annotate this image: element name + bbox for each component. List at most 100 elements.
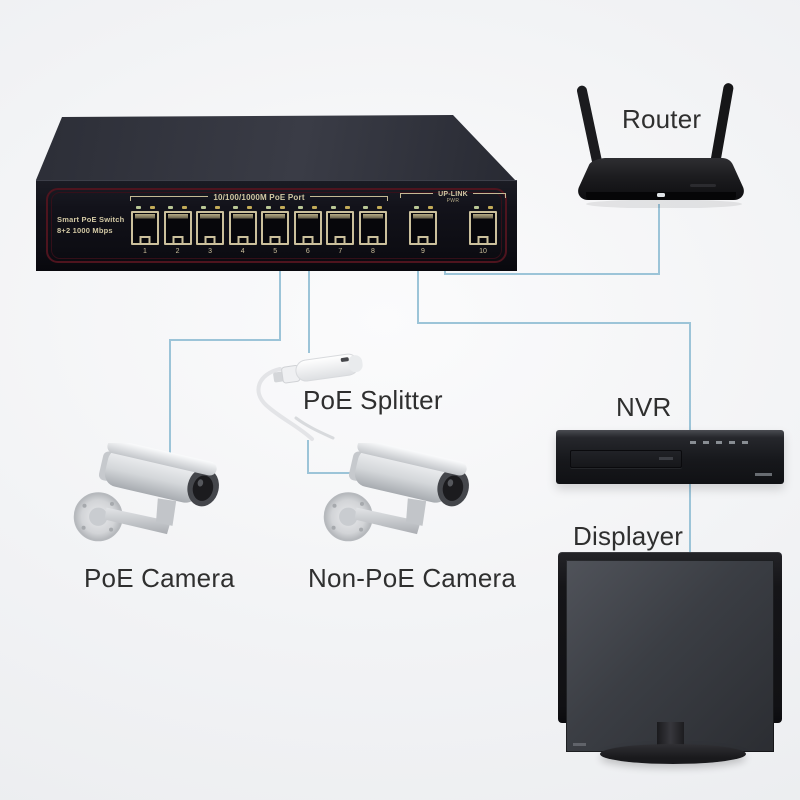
router-illustration xyxy=(576,83,744,208)
bracket-line xyxy=(130,196,209,201)
green-led-icon xyxy=(200,206,206,209)
non-poe-camera-illustration xyxy=(323,443,469,542)
green-led-icon xyxy=(265,206,271,209)
rj45-jack-icon xyxy=(228,211,257,245)
port-led-indicators xyxy=(265,206,285,209)
port-led-indicators xyxy=(135,206,155,209)
port-number: 7 xyxy=(338,248,343,255)
router-shadow xyxy=(586,199,742,208)
rj45-port-5: 5 xyxy=(260,206,290,255)
rj45-jack-icon xyxy=(261,211,290,245)
port-number: 1 xyxy=(143,248,147,255)
camera-mount xyxy=(73,492,177,542)
yellow-led-icon xyxy=(279,206,285,209)
rj45-port-9: 9 xyxy=(408,206,438,255)
port-led-indicators xyxy=(330,206,350,209)
splitter-cables xyxy=(256,367,335,441)
poe-switch-device: Smart PoE Switch 8+2 1000 Mbps 10/100/10… xyxy=(30,110,522,275)
poe-camera-illustration xyxy=(73,443,219,542)
poe-splitter-illustration xyxy=(256,353,363,441)
yellow-led-icon xyxy=(427,206,433,209)
poe-group-bracket: 10/100/1000M PoE Port xyxy=(130,193,389,202)
switch-top-face xyxy=(36,115,517,182)
green-led-icon xyxy=(168,206,174,209)
green-led-icon xyxy=(298,206,304,209)
yellow-led-icon xyxy=(149,206,155,209)
rj45-port-4: 4 xyxy=(228,206,258,255)
switch-front-panel: Smart PoE Switch 8+2 1000 Mbps 10/100/10… xyxy=(36,180,517,271)
port-number: 8 xyxy=(370,248,375,255)
port-led-indicators xyxy=(168,206,188,209)
port-number: 5 xyxy=(273,248,278,255)
rj45-jack-icon xyxy=(326,211,355,245)
switch-model-line2: 8+2 1000 Mbps xyxy=(57,225,113,235)
port-number: 2 xyxy=(175,248,180,255)
displayer-label: Displayer xyxy=(573,521,684,551)
poe-port-group: 10/100/1000M PoE Port 1 2 3 xyxy=(130,193,389,255)
bracket-line xyxy=(400,193,434,198)
nvr-label: NVR xyxy=(616,392,672,422)
poe-ports-row: 1 2 3 4 xyxy=(130,206,388,255)
router-antennas xyxy=(576,83,734,167)
bracket-line xyxy=(472,193,507,198)
port-number: 10 xyxy=(479,248,487,255)
poe-camera-label: PoE Camera xyxy=(84,563,235,593)
uplink-ports-row: 9 10 xyxy=(400,206,506,255)
uplink-group-bracket: UP-LINK xyxy=(400,190,507,199)
camera-mount xyxy=(323,492,427,542)
poe-splitter-label: PoE Splitter xyxy=(303,385,443,415)
port-number: 6 xyxy=(305,248,310,255)
green-led-icon xyxy=(330,206,336,209)
camera-lens-icon xyxy=(442,475,464,501)
rj45-port-8: 8 xyxy=(358,206,388,255)
port-number: 3 xyxy=(208,248,213,255)
yellow-led-icon xyxy=(312,206,318,209)
rj45-port-3: 3 xyxy=(195,206,225,255)
rj45-port-2: 2 xyxy=(163,206,193,255)
port-led-indicators xyxy=(363,206,383,209)
green-led-icon xyxy=(233,206,239,209)
green-led-icon xyxy=(135,206,141,209)
switch-red-frame-inner xyxy=(51,192,502,259)
switch-model-label: Smart PoE Switch 8+2 1000 Mbps xyxy=(57,215,124,237)
rj45-jack-icon xyxy=(409,211,437,245)
port-led-indicators xyxy=(413,206,433,209)
port-number: 4 xyxy=(240,248,245,255)
uplink-power-label: PWR xyxy=(446,198,460,204)
poe-group-label: 10/100/1000M PoE Port xyxy=(213,193,305,202)
nvr-indicator-icons xyxy=(690,441,748,444)
yellow-led-icon xyxy=(487,206,493,209)
bracket-line xyxy=(309,196,389,201)
rj45-jack-icon xyxy=(163,211,192,245)
yellow-led-icon xyxy=(377,206,383,209)
camera-lens-icon xyxy=(192,475,214,501)
port-led-indicators xyxy=(298,206,318,209)
non-poe-camera-label: Non-PoE Camera xyxy=(308,563,516,593)
rj45-port-7: 7 xyxy=(325,206,355,255)
rj45-port-1: 1 xyxy=(130,206,160,255)
rj45-jack-icon xyxy=(358,211,387,245)
green-led-icon xyxy=(413,206,419,209)
cable-port5-to-poe-camera xyxy=(169,250,281,453)
router-body xyxy=(578,158,744,200)
rj45-port-6: 6 xyxy=(293,206,323,255)
green-led-icon xyxy=(473,206,479,209)
switch-red-frame xyxy=(46,188,507,263)
port-led-indicators xyxy=(473,206,493,209)
splitter-port-hole xyxy=(340,357,349,362)
uplink-port-group: UP-LINK PWR 9 10 xyxy=(400,190,507,255)
port-number: 9 xyxy=(421,248,425,255)
rj45-jack-icon xyxy=(469,211,497,245)
router-led-icon xyxy=(657,193,665,197)
monitor-stand-base xyxy=(600,744,746,764)
rj45-jack-icon xyxy=(293,211,322,245)
nvr-disc-tray xyxy=(570,450,682,468)
camera-body xyxy=(98,443,219,507)
monitor-logo xyxy=(573,743,586,746)
rj45-port-10: 10 xyxy=(468,206,498,255)
monitor-screen xyxy=(566,560,774,752)
port-led-indicators xyxy=(233,206,253,209)
router-label: Router xyxy=(622,104,702,134)
splitter-body xyxy=(273,353,363,384)
green-led-icon xyxy=(363,206,369,209)
